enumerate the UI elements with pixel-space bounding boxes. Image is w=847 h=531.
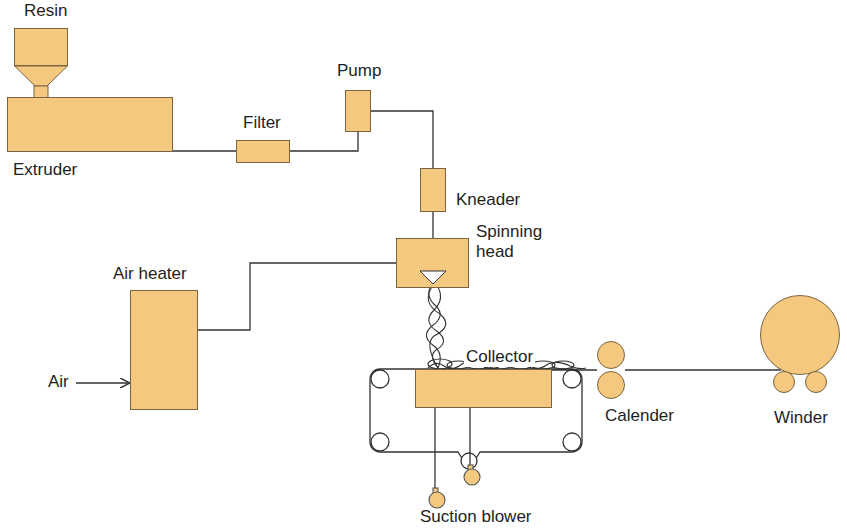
kneader-box: Kneader [420,168,446,212]
suction-blower-symbol [429,465,480,508]
process-line [290,132,358,151]
node-label: Resin [24,1,67,21]
node-label: Collector [464,347,535,367]
node-label: Spinning head [476,222,558,263]
process-line [432,212,433,238]
air-inlet-arrow [76,382,129,384]
calender-rolls-part [598,372,625,399]
conveyor-belt [370,369,582,462]
node-label: Air heater [113,264,187,284]
resin-hopper: Resin [14,28,68,98]
winder-roll-part [774,372,795,393]
node-label: Winder [774,408,828,428]
resin-hopper-part [15,29,68,66]
spinning-head-box-outline [396,238,469,288]
spinning-head-box-part [420,271,446,284]
calender-rolls: Calender [597,341,625,399]
winder-roll-part [761,296,840,375]
collector-plate: Collector [415,369,552,408]
resin-hopper-part [15,66,68,86]
node-label: Filter [243,113,281,133]
node-label: Pump [337,61,381,81]
extruder-box: Extruder [7,97,173,152]
process-line [371,111,433,168]
spinning-head-box-part [397,239,469,288]
process-line [173,150,236,151]
process-line [625,369,781,370]
belt-rollers [371,370,581,469]
process-line [198,263,396,330]
melt-fibres [426,284,445,368]
filter-box: Filter [236,140,290,163]
node-label: Calender [605,406,674,426]
pump-box: Pump [345,90,371,132]
air-heater-box: Air heater [130,290,198,410]
winder-roll-part [806,372,827,393]
node-label: Extruder [13,160,77,180]
part-label: Suction blower [420,507,532,527]
winder-roll-outline [760,295,840,393]
inlet-label: Air [48,372,69,392]
spinning-head-box: Spinning head [396,238,469,288]
resin-hopper-outline [14,28,68,98]
winder-roll: Winder [760,295,840,393]
process-line [552,369,597,370]
calender-rolls-part [598,342,625,369]
node-label: Kneader [456,190,520,210]
calender-rolls-outline [597,341,625,399]
